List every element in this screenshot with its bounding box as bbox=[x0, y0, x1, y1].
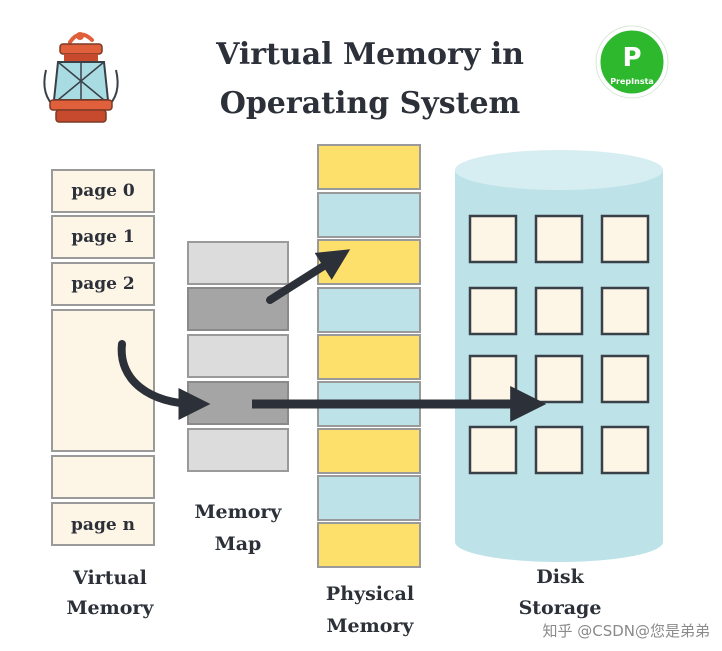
vm-page-block bbox=[51, 455, 155, 499]
prepinsta-logo: P PrepInsta bbox=[595, 25, 669, 99]
logo-text: PrepInsta bbox=[610, 77, 654, 86]
vm-page-block bbox=[51, 309, 155, 452]
vm-page-1 bbox=[51, 215, 155, 259]
vm-page-n bbox=[51, 502, 155, 546]
frame bbox=[317, 144, 421, 190]
frame bbox=[317, 428, 421, 474]
map-entry bbox=[187, 334, 289, 378]
virtual-memory-label-line-1: Virtual bbox=[72, 567, 147, 589]
vm-page-0-label: page 0 bbox=[71, 181, 135, 201]
frame bbox=[317, 334, 421, 380]
disk-blocks bbox=[468, 214, 650, 475]
disk-storage-cylinder bbox=[455, 150, 663, 562]
disk-storage-label-line-1: Disk bbox=[536, 566, 584, 588]
lantern-icon bbox=[43, 32, 119, 123]
arrow-map-to-physical bbox=[266, 249, 351, 304]
title-line-1: Virtual Memory in bbox=[215, 37, 524, 72]
virtual-memory-label-line-2: Memory bbox=[67, 597, 155, 619]
virtual-memory-column: page 0 page 1 page 2 page n bbox=[51, 169, 155, 546]
arrow-virtual-to-map bbox=[117, 340, 211, 420]
vm-page-1-label: page 1 bbox=[71, 227, 134, 247]
map-entry bbox=[187, 428, 289, 472]
vm-page-2-label: page 2 bbox=[71, 274, 134, 294]
disk-storage-label-line-2: Storage bbox=[519, 597, 602, 619]
physical-memory-label-line-1: Physical bbox=[326, 583, 414, 605]
map-entry bbox=[187, 241, 289, 285]
logo-letter: P bbox=[622, 43, 641, 73]
frame bbox=[317, 522, 421, 568]
title-line-2: Operating System bbox=[220, 86, 521, 121]
memory-map-label-line-2: Map bbox=[215, 533, 262, 555]
vm-page-n-label: page n bbox=[71, 515, 135, 535]
physical-memory-label-line-2: Memory bbox=[327, 615, 415, 637]
frame bbox=[317, 192, 421, 238]
memory-map-label-line-1: Memory bbox=[195, 501, 283, 523]
physical-memory-column bbox=[317, 144, 421, 568]
vm-page-0 bbox=[51, 169, 155, 213]
memory-map-column bbox=[187, 241, 289, 472]
watermark: 知乎 @CSDN@您是弟弟 bbox=[542, 622, 710, 640]
vm-page-2 bbox=[51, 262, 155, 306]
frame bbox=[317, 287, 421, 333]
frame bbox=[317, 475, 421, 521]
